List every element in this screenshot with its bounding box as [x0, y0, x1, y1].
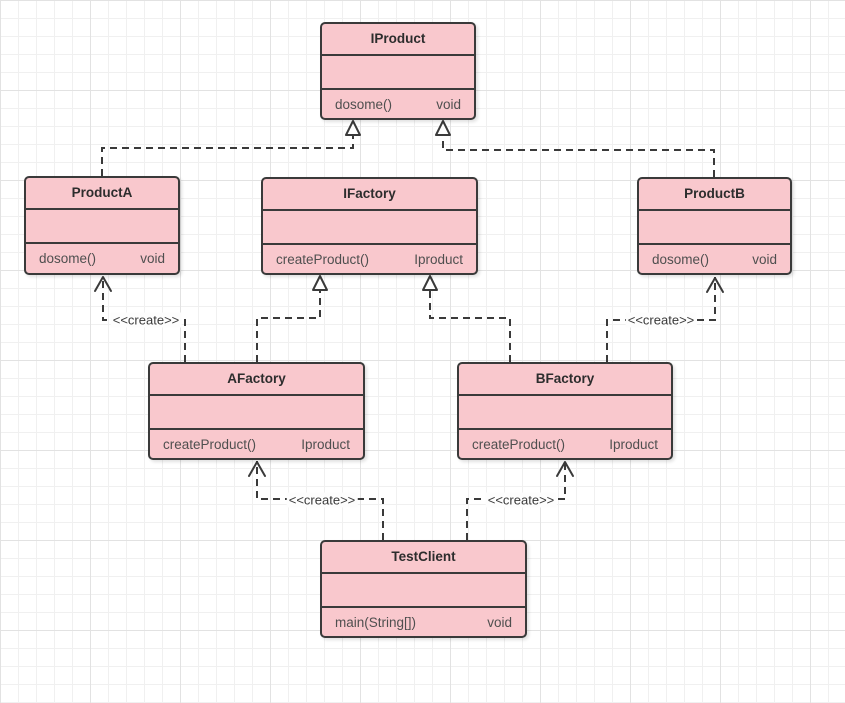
- class-fields-compartment: [459, 396, 671, 430]
- create-stereotype-label: <<create>>: [286, 492, 358, 508]
- class-ProductA[interactable]: ProductA dosome() void: [24, 176, 180, 275]
- realization-arrowhead-icon: [435, 120, 451, 136]
- class-fields-compartment: [150, 396, 363, 430]
- class-fields-compartment: [26, 210, 178, 244]
- realization-arrowhead-icon: [345, 120, 361, 136]
- connector-line: [256, 461, 384, 540]
- class-title: BFactory: [459, 364, 671, 396]
- class-IProduct[interactable]: IProduct dosome() void: [320, 22, 476, 120]
- connector-BFactory-realizes-IFactory[interactable]: [422, 275, 511, 362]
- class-ProductB[interactable]: ProductB dosome() void: [637, 177, 792, 275]
- class-title: AFactory: [150, 364, 363, 396]
- method-name: createProduct(): [472, 436, 566, 452]
- class-fields-compartment: [263, 211, 476, 245]
- method-name: main(String[]): [335, 614, 417, 630]
- class-TestClient[interactable]: TestClient main(String[]) void: [320, 540, 527, 638]
- class-title: TestClient: [322, 542, 525, 574]
- method-return-type: Iproduct: [414, 251, 463, 267]
- class-title: ProductA: [26, 178, 178, 210]
- class-AFactory[interactable]: AFactory createProduct() Iproduct: [148, 362, 365, 460]
- connector-AFactory-creates-ProductA[interactable]: [94, 276, 186, 362]
- method-name: dosome(): [652, 251, 710, 267]
- create-stereotype-label: <<create>>: [625, 312, 697, 328]
- class-methods-compartment: dosome() void: [639, 245, 790, 273]
- realization-arrowhead-icon: [422, 275, 438, 291]
- method-return-type: void: [752, 251, 777, 267]
- connector-line: [101, 134, 354, 176]
- class-title: IFactory: [263, 179, 476, 211]
- connector-ProductB-realizes-IProduct[interactable]: [435, 120, 715, 177]
- dependency-arrowhead-icon: [556, 461, 574, 477]
- connector-AFactory-realizes-IFactory[interactable]: [256, 275, 328, 362]
- class-methods-compartment: dosome() void: [26, 244, 178, 273]
- dependency-arrowhead-icon: [94, 276, 112, 292]
- connector-TestClient-creates-AFactory[interactable]: [248, 461, 384, 540]
- connector-ProductA-realizes-IProduct[interactable]: [101, 120, 361, 176]
- method-return-type: void: [487, 614, 512, 630]
- class-methods-compartment: createProduct() Iproduct: [150, 430, 363, 458]
- class-fields-compartment: [322, 56, 474, 90]
- realization-arrowhead-icon: [312, 275, 328, 291]
- create-stereotype-label: <<create>>: [110, 312, 182, 328]
- class-methods-compartment: dosome() void: [322, 90, 474, 118]
- method-return-type: void: [436, 96, 461, 112]
- method-name: createProduct(): [163, 436, 257, 452]
- method-return-type: Iproduct: [609, 436, 658, 452]
- method-return-type: void: [140, 251, 165, 266]
- dependency-arrowhead-icon: [248, 461, 266, 477]
- connector-line: [429, 289, 511, 362]
- connector-line: [256, 289, 321, 362]
- method-name: dosome(): [335, 96, 393, 112]
- class-methods-compartment: main(String[]) void: [322, 608, 525, 636]
- class-fields-compartment: [322, 574, 525, 608]
- class-title: ProductB: [639, 179, 790, 211]
- class-IFactory[interactable]: IFactory createProduct() Iproduct: [261, 177, 478, 275]
- method-name: dosome(): [39, 251, 97, 266]
- class-BFactory[interactable]: BFactory createProduct() Iproduct: [457, 362, 673, 460]
- class-fields-compartment: [639, 211, 790, 245]
- class-methods-compartment: createProduct() Iproduct: [263, 245, 476, 273]
- connector-line: [442, 134, 715, 177]
- create-stereotype-label: <<create>>: [485, 492, 557, 508]
- method-name: createProduct(): [276, 251, 370, 267]
- connector-line: [102, 276, 186, 362]
- class-methods-compartment: createProduct() Iproduct: [459, 430, 671, 458]
- class-title: IProduct: [322, 24, 474, 56]
- dependency-arrowhead-icon: [706, 277, 724, 293]
- method-return-type: Iproduct: [301, 436, 350, 452]
